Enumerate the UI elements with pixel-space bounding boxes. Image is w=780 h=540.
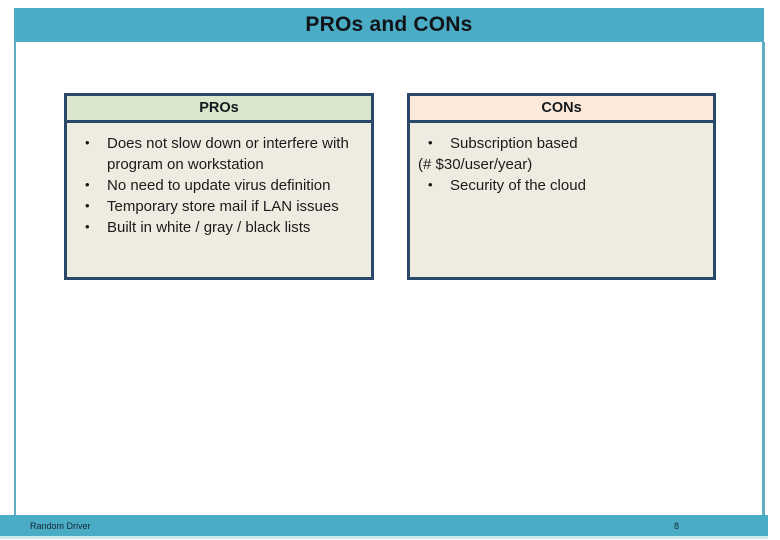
list-item: • Subscription based [418,133,705,154]
list-item-text: Security of the cloud [450,177,586,194]
list-item-text: Built in white / gray / black lists [107,219,311,236]
pros-box: PROs • Does not slow down or interfere w… [64,93,374,280]
slide-title-bar: PROs and CONs [14,8,764,42]
list-item: • Security of the cloud [418,175,705,196]
list-item: • No need to update virus definition [75,175,363,196]
cons-box-title: CONs [541,100,582,116]
bottom-edge-line [0,536,768,539]
footer-bar: Random Driver 8 [0,515,768,536]
list-item-text: Temporary store mail if LAN issues [107,198,339,215]
pros-box-header: PROs [67,96,371,123]
cons-box: CONs • Subscription based (# $30/user/ye… [407,93,716,280]
list-item-text: No need to update virus definition [107,177,331,194]
pros-box-body: • Does not slow down or interfere with p… [67,123,371,238]
list-item-text: Does not slow down or interfere with pro… [107,135,349,173]
list-item: • Temporary store mail if LAN issues [75,196,363,217]
bullet-icon: • [85,177,90,192]
list-item: • Does not slow down or interfere with p… [75,133,363,175]
cons-box-body: • Subscription based (# $30/user/year) •… [410,123,713,196]
pros-box-title: PROs [199,100,239,116]
cons-box-header: CONs [410,96,713,123]
bullet-icon: • [428,135,433,150]
page-number: 8 [674,520,680,531]
bullet-icon: • [85,198,90,213]
list-item: • Built in white / gray / black lists [75,217,363,238]
left-frame-line [14,42,16,515]
list-item-text: Subscription based [450,135,578,152]
list-item-continuation: (# $30/user/year) [418,156,533,173]
page-title: PROs and CONs [305,13,473,36]
bullet-icon: • [85,135,90,150]
footer-author-text: Random Driver [30,520,91,531]
right-frame-line [762,42,765,515]
bullet-icon: • [428,177,433,192]
bullet-icon: • [85,219,90,234]
